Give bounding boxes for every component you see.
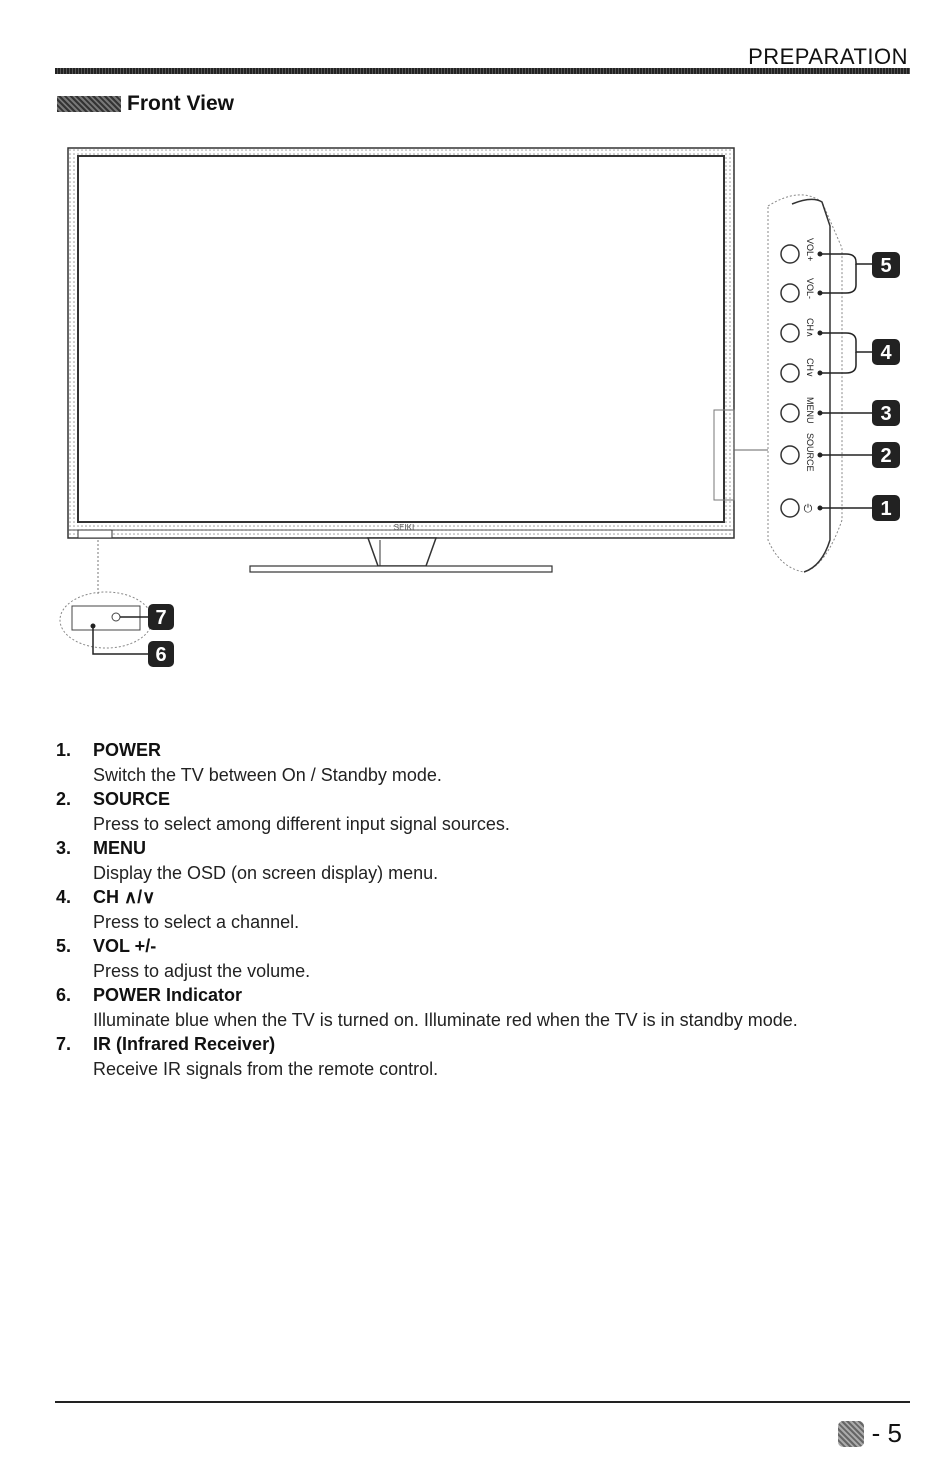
bottom-rule — [55, 1401, 910, 1403]
button-power: ⏻ — [780, 498, 823, 518]
svg-text:7: 7 — [155, 607, 166, 629]
button-label: MENU — [805, 397, 815, 424]
control-description-list: 1. POWER Switch the TV between On / Stan… — [56, 738, 916, 1081]
svg-text:6: 6 — [155, 644, 166, 666]
button-label: VOL+ — [805, 238, 815, 261]
section-label: PREPARATION — [748, 44, 908, 69]
power-icon: ⏻ — [804, 502, 813, 515]
button-source: SOURCE — [780, 433, 823, 472]
button-ch-down: CH∨ — [780, 358, 823, 383]
side-buttons: VOL+ VOL- CH∧ CH∨ MENU SOURCE — [780, 238, 823, 518]
item-title-row: 4. CH ∧/∨ — [56, 885, 916, 910]
button-label: CH∧ — [805, 318, 815, 338]
top-rule — [55, 68, 910, 74]
side-control-panel — [734, 194, 843, 573]
heading-block — [57, 96, 121, 112]
front-view-diagram: SEIKI VOL+ VOL- — [59, 147, 900, 667]
item-number: 7. — [56, 1034, 72, 1054]
callout-badge-6: 6 — [148, 641, 174, 667]
item-title: CH ∧/∨ — [93, 887, 156, 907]
heading: Front View — [57, 92, 234, 116]
button-label: VOL- — [805, 278, 815, 299]
ir-window — [77, 529, 113, 539]
item-title-row: 1. POWER — [56, 738, 916, 763]
list-item: 5. VOL +/- Press to adjust the volume. — [56, 934, 916, 983]
item-description: Illuminate blue when the TV is turned on… — [93, 1009, 798, 1030]
callout-badge-3: 3 — [872, 400, 900, 426]
callout-badge-4: 4 — [872, 339, 900, 365]
svg-text:4: 4 — [880, 342, 892, 364]
language-badge-icon — [837, 1420, 864, 1447]
tv-stand — [249, 537, 553, 573]
item-title-row: 6. POWER Indicator — [56, 983, 916, 1008]
item-title-row: 5. VOL +/- — [56, 934, 916, 959]
callout-badge-1: 1 — [872, 495, 900, 521]
svg-text:5: 5 — [880, 255, 891, 277]
button-label: SOURCE — [805, 433, 815, 472]
item-description: Switch the TV between On / Standby mode. — [93, 764, 442, 785]
brand-logo: SEIKI — [394, 523, 414, 532]
callout-lines — [822, 253, 872, 509]
page-footer: - 5 — [837, 1418, 902, 1449]
item-number: 4. — [56, 887, 72, 907]
button-vol-down: VOL- — [780, 278, 823, 303]
button-label: CH∨ — [805, 358, 815, 378]
item-description: Press to select among different input si… — [93, 813, 510, 834]
list-item: 6. POWER Indicator Illuminate blue when … — [56, 983, 916, 1032]
item-title-row: 7. IR (Infrared Receiver) — [56, 1032, 916, 1057]
list-item: 4. CH ∧/∨ Press to select a channel. — [56, 885, 916, 934]
callout-badge-5: 5 — [872, 252, 900, 278]
power-indicator-icon — [90, 623, 96, 629]
button-ch-up: CH∧ — [780, 318, 823, 343]
item-title: POWER Indicator — [93, 985, 243, 1005]
item-title-row: 2. SOURCE — [56, 787, 916, 812]
item-number: 5. — [56, 936, 72, 956]
item-title: SOURCE — [93, 789, 171, 809]
button-vol-up: VOL+ — [780, 238, 823, 264]
callout-badge-2: 2 — [872, 442, 900, 468]
item-description: Press to select a channel. — [93, 911, 300, 932]
list-item: 1. POWER Switch the TV between On / Stan… — [56, 738, 916, 787]
callout-badge-7: 7 — [148, 604, 174, 630]
item-title: IR (Infrared Receiver) — [93, 1034, 276, 1054]
item-title: POWER — [93, 740, 162, 760]
item-number: 1. — [56, 740, 72, 760]
page-title: Front View — [127, 92, 234, 115]
svg-text:2: 2 — [880, 445, 891, 467]
list-item: 3. MENU Display the OSD (on screen displ… — [56, 836, 916, 885]
button-menu: MENU — [780, 397, 823, 424]
page-number: - 5 — [871, 1418, 902, 1448]
ir-receiver-icon — [111, 612, 121, 622]
item-number: 3. — [56, 838, 72, 858]
item-title-row: 3. MENU — [56, 836, 916, 861]
item-description: Receive IR signals from the remote contr… — [93, 1058, 439, 1079]
item-description: Display the OSD (on screen display) menu… — [93, 862, 439, 883]
svg-text:3: 3 — [880, 403, 891, 425]
item-title: VOL +/- — [93, 936, 157, 956]
item-number: 6. — [56, 985, 72, 1005]
item-title: MENU — [93, 838, 146, 858]
list-item: 7. IR (Infrared Receiver) Receive IR sig… — [56, 1032, 916, 1081]
tv-body: SEIKI — [67, 147, 735, 539]
item-number: 2. — [56, 789, 72, 809]
ir-detail — [59, 591, 153, 655]
svg-text:1: 1 — [880, 498, 891, 520]
item-description: Press to adjust the volume. — [93, 960, 311, 981]
list-item: 2. SOURCE Press to select among differen… — [56, 787, 916, 836]
